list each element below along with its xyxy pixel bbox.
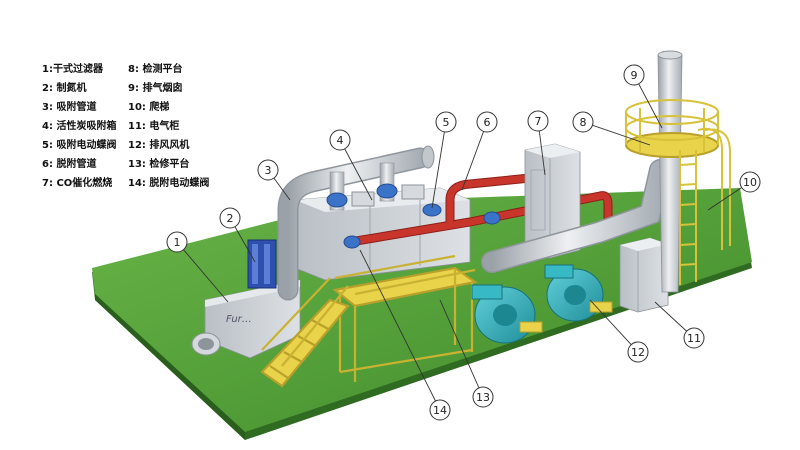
desorption-valves [343,211,501,249]
maintenance-platform [260,254,478,388]
legend-item: 7: CO催化燃烧 [42,178,113,189]
electrical-cabinet [619,237,669,313]
legend-item: 8: 检测平台 [128,64,183,75]
legend-item: 5: 吸附电动蝶阀 [42,140,117,151]
exhaust-stack [657,50,683,293]
callout-number: 8 [580,116,587,129]
access-ladder [679,128,731,285]
callout-number: 11 [687,332,701,345]
callout-circle [572,111,594,133]
callout-circle [219,207,241,229]
dry-filter: Fur… [191,279,301,359]
callout-number: 3 [265,164,272,177]
legend-item: 13: 检修平台 [128,159,190,170]
filter-brand-text: Fur… [226,314,252,325]
desorption-duct [349,173,613,247]
callout-number: 14 [433,404,447,417]
callout-circle [527,110,549,132]
legend-item: 11: 电气柜 [128,121,180,132]
callout-circle [329,129,351,151]
callout-circle [623,64,645,86]
adsorption-valves [326,183,442,217]
callout-circle [257,159,279,181]
callout-leader-line [589,299,639,353]
legend-item: 3: 吸附管道 [42,102,97,113]
callout-circle [476,111,498,133]
callout-leader-line [359,249,441,411]
callout-number: 6 [484,116,491,129]
callout-number: 12 [631,346,645,359]
legend-item: 2: 制氮机 [42,83,87,94]
callout-circle [739,171,761,193]
callout-number: 7 [535,115,542,128]
callout-number: 1 [174,236,181,249]
exhaust-duct [481,159,671,275]
callout-leader-line [176,241,229,303]
callout-number: 5 [443,116,450,129]
callout-number: 13 [476,391,490,404]
callout-circle [683,327,705,349]
legend-item: 12: 排风风机 [128,140,190,151]
callout-leader-line [339,139,373,201]
callout-number: 2 [227,212,234,225]
legend-item: 9: 排气烟囱 [128,83,183,94]
callout-circle [472,386,494,408]
exhaust-fans [471,264,613,344]
legend-item: 4: 活性炭吸附箱 [42,121,117,132]
callout-leader-line [431,121,447,209]
callout-leader-line [439,299,484,398]
callout-leader-line [582,121,651,146]
callout-circle [627,341,649,363]
callout-circle [166,231,188,253]
legend-item: 6: 脱附管道 [42,159,97,170]
callout-circle [429,399,451,421]
legend-item: 14: 脱附电动蝶阀 [128,178,210,189]
nitrogen-generator [247,239,277,289]
callout-number: 4 [337,134,344,147]
callout-number: 10 [743,176,757,189]
callout-leader-line [461,121,488,191]
callout-number: 9 [631,69,638,82]
legend-item: 10: 爬梯 [128,102,170,113]
callout-circle [435,111,457,133]
legend-item: 1:干式过滤器 [42,64,103,75]
